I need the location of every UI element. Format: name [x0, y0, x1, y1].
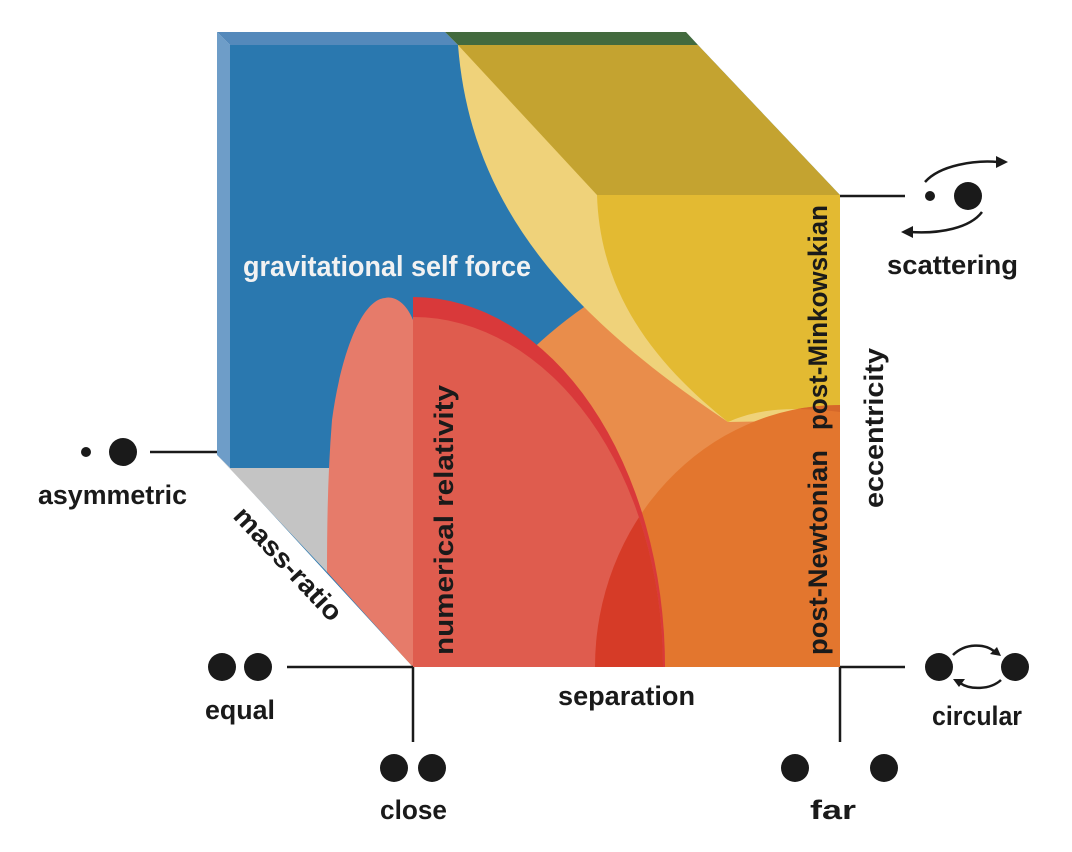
circular-label: circular [932, 701, 1022, 731]
nr-pn-overlap [595, 405, 663, 667]
equal-bodies-icon [208, 653, 272, 681]
pm-region [597, 195, 840, 422]
close-bodies-icon [380, 754, 446, 782]
asymmetric-label: asymmetric [38, 480, 187, 510]
scattering-label: scattering [887, 250, 1018, 280]
close-label: close [380, 795, 447, 825]
pn-label: post-Newtonian [803, 450, 833, 655]
nr-region [413, 317, 663, 667]
cube-left-edge [217, 32, 230, 468]
far-label: far [810, 795, 857, 825]
nr-label: numerical relativity [429, 385, 459, 655]
equal-label: equal [205, 695, 275, 725]
cube-top-edge-blue [217, 32, 458, 45]
far-bodies-icon [781, 754, 898, 782]
circular-orbit-icon [925, 644, 1029, 690]
top-face [458, 45, 840, 195]
gsf-label: gravitational self force [243, 251, 531, 283]
floor-face [217, 455, 332, 572]
cube-top-edge-green [445, 32, 698, 45]
axis-lines [150, 194, 905, 742]
pm-label: post-Minkowskian [803, 205, 833, 430]
nr-side-face [327, 297, 413, 667]
scattering-orbit-icon [901, 156, 1008, 238]
eccentricity-label: eccentricity [859, 348, 889, 508]
asymmetric-bodies-icon [81, 438, 137, 466]
separation-label: separation [558, 681, 695, 711]
